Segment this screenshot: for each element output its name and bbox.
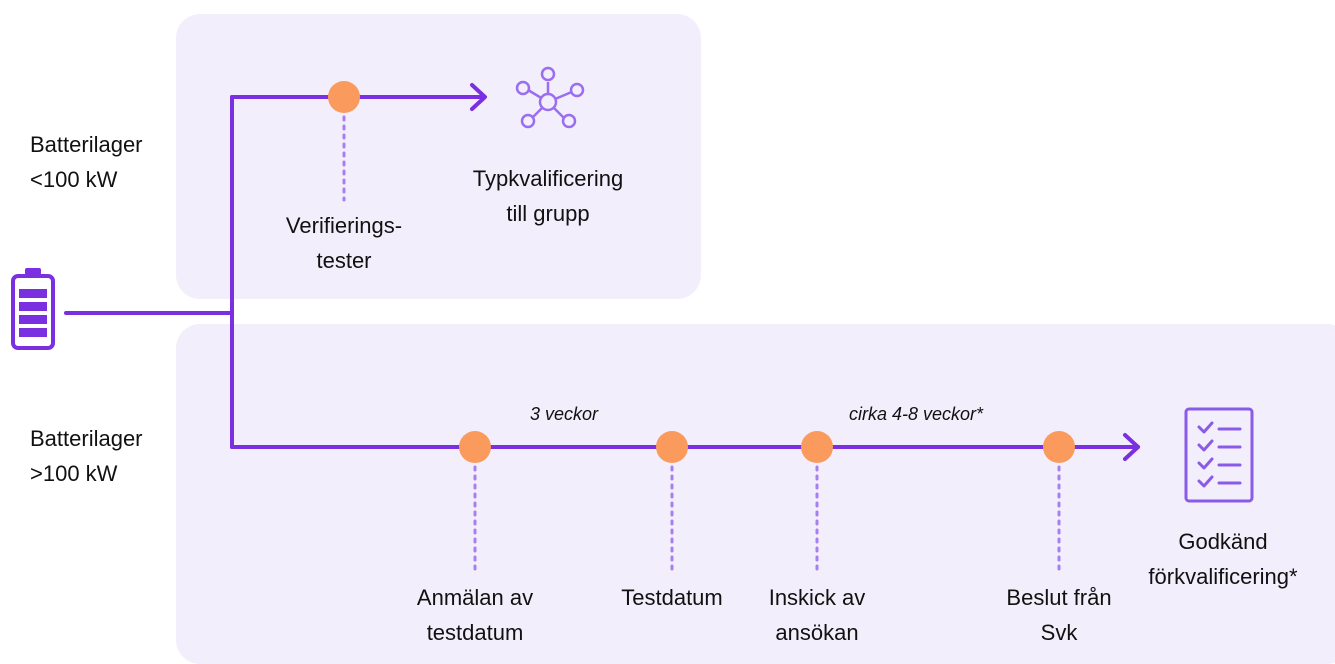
top-step-dot [328, 81, 360, 113]
bottom-panel [176, 324, 1335, 664]
top-result-label: Typkvalificering till grupp [472, 166, 624, 226]
battery-icon [11, 268, 55, 350]
top-step-label: Verifierings- tester [285, 213, 403, 273]
step-2-label: Testdatum [621, 585, 723, 610]
duration-label-2: cirka 4-8 veckor* [849, 404, 984, 424]
top-flow-arrowhead [470, 83, 487, 111]
checklist-icon [1184, 407, 1254, 503]
step-4-dot [1043, 431, 1075, 463]
bottom-result-label: Godkänd förkvalificering* [1148, 529, 1298, 589]
step-3-label: Inskick av ansökan [768, 585, 866, 645]
network-icon [515, 66, 585, 129]
group-label-small: Batterilager <100 kW [30, 132, 143, 192]
step-4-label: Beslut från Svk [1006, 585, 1112, 645]
step-2-dot [656, 431, 688, 463]
group-label-large: Batterilager >100 kW [30, 426, 143, 486]
top-panel [176, 14, 701, 299]
step-1-label: Anmälan av testdatum [416, 585, 534, 645]
step-1-dot [459, 431, 491, 463]
bottom-flow-arrowhead [1123, 433, 1140, 461]
step-3-dot [801, 431, 833, 463]
duration-label-1: 3 veckor [530, 404, 599, 424]
